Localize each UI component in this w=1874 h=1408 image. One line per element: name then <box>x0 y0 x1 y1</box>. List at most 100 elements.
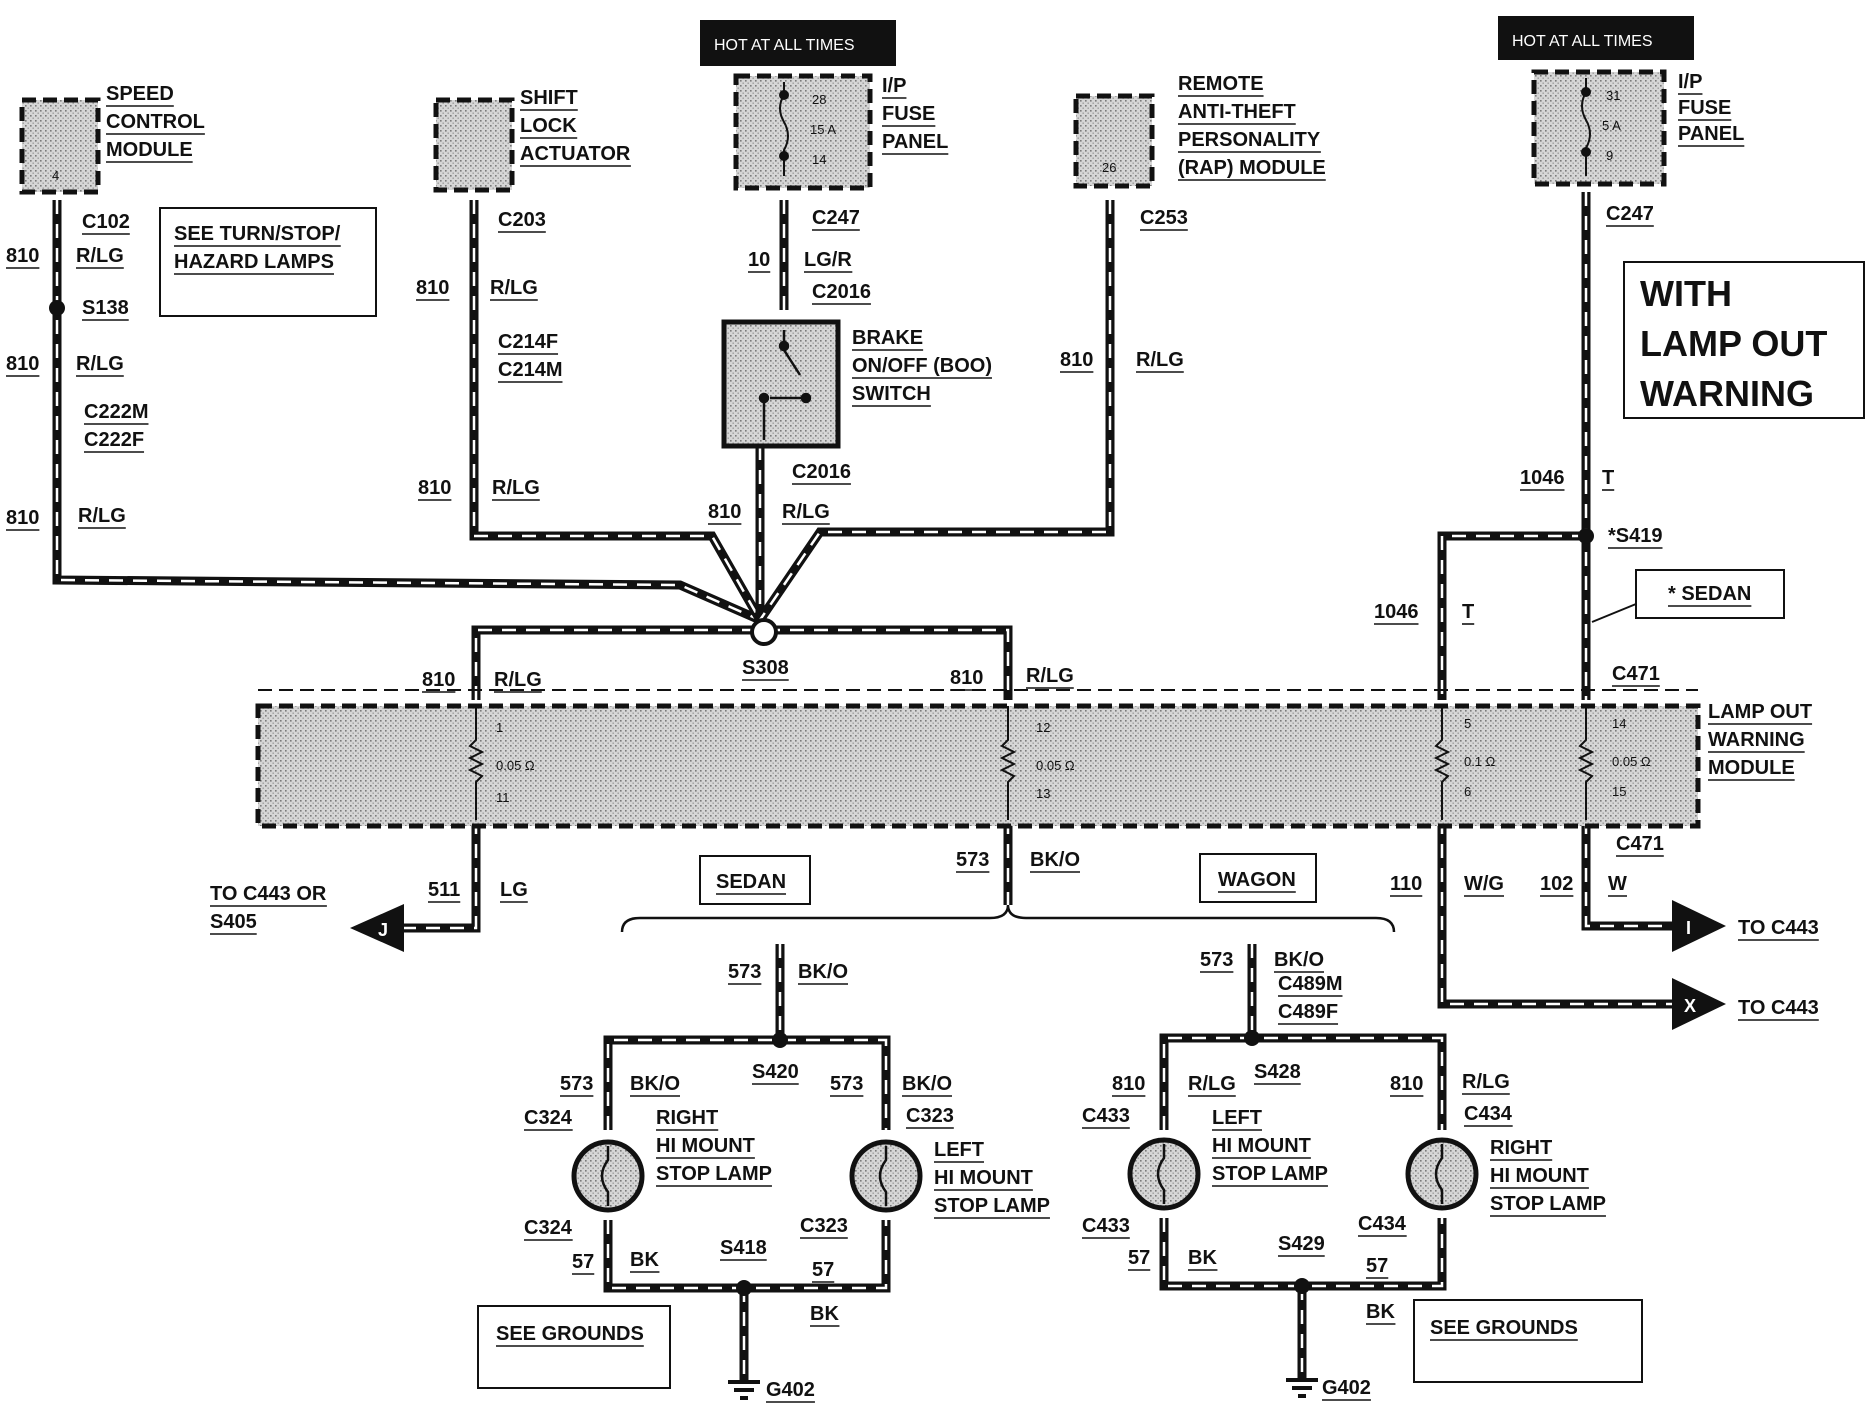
hot-at-all-times-banner-2 <box>1498 16 1694 60</box>
svg-text:WAGON: WAGON <box>1218 869 1296 891</box>
svg-text:I/P: I/P <box>1678 71 1702 93</box>
to-c443-or-label: TO C443 OR <box>210 883 327 905</box>
lamp-right-hi-mount-wagon <box>1405 1137 1479 1211</box>
svg-text:0.05 Ω: 0.05 Ω <box>1612 754 1651 769</box>
svg-text:WARNING: WARNING <box>1640 373 1814 414</box>
svg-text:0.1 Ω: 0.1 Ω <box>1464 754 1496 769</box>
wire-group <box>52 192 1680 1380</box>
svg-text:HI MOUNT: HI MOUNT <box>934 1167 1033 1189</box>
svg-text:X: X <box>1684 996 1696 1016</box>
svg-text:R/LG: R/LG <box>76 353 124 375</box>
fuse-panel-2 <box>1531 69 1667 187</box>
svg-text:MODULE: MODULE <box>106 139 193 161</box>
shift-lock-label: SHIFT LOCK ACTUATOR <box>520 87 631 167</box>
speed-control-label: SPEED CONTROL MODULE <box>106 83 205 163</box>
boo-switch <box>721 319 841 449</box>
svg-text:C247: C247 <box>1606 203 1654 225</box>
lamp-out-module-label: LAMP OUT WARNING MODULE <box>1708 701 1813 781</box>
svg-text:SEE TURN/STOP/: SEE TURN/STOP/ <box>174 223 341 245</box>
see-grounds-box-2 <box>1413 1299 1643 1383</box>
svg-text:R/LG: R/LG <box>494 669 542 691</box>
to-c443-x-label: TO C443 <box>1738 997 1819 1019</box>
lamp-left-hi-mount-wagon <box>1127 1137 1201 1211</box>
svg-text:SWITCH: SWITCH <box>852 383 931 405</box>
svg-text:BK/O: BK/O <box>1274 949 1324 971</box>
svg-text:C434: C434 <box>1464 1103 1513 1125</box>
svg-text:I: I <box>1686 918 1691 938</box>
svg-text:C253: C253 <box>1140 207 1188 229</box>
svg-text:HI MOUNT: HI MOUNT <box>656 1135 755 1157</box>
svg-text:5: 5 <box>1464 716 1471 731</box>
svg-text:57: 57 <box>1128 1247 1150 1269</box>
svg-text:SEE GROUNDS: SEE GROUNDS <box>1430 1317 1578 1339</box>
connector-labels: C102 S138 C222M C222F C203 C214F C214M C… <box>82 203 1664 1403</box>
svg-text:810: 810 <box>416 277 449 299</box>
svg-text:BK: BK <box>630 1249 659 1271</box>
svg-text:MODULE: MODULE <box>1708 757 1795 779</box>
svg-text:9: 9 <box>1606 148 1613 163</box>
svg-text:STOP LAMP: STOP LAMP <box>1212 1163 1328 1185</box>
wire-810-speed-control <box>52 200 762 625</box>
svg-text:C2016: C2016 <box>792 461 851 483</box>
svg-text:REMOTE: REMOTE <box>1178 73 1264 95</box>
svg-text:LOCK: LOCK <box>520 115 577 137</box>
with-lamp-out-warning-box <box>1623 261 1865 419</box>
svg-text:R/LG: R/LG <box>1026 665 1074 687</box>
svg-text:0.05 Ω: 0.05 Ω <box>1036 758 1075 773</box>
svg-text:C471: C471 <box>1612 663 1660 685</box>
svg-text:R/LG: R/LG <box>78 505 126 527</box>
svg-text:LAMP OUT: LAMP OUT <box>1640 323 1827 364</box>
wire-810-shift-lock <box>469 200 764 623</box>
svg-text:C214F: C214F <box>498 331 558 353</box>
svg-text:26: 26 <box>1102 160 1116 175</box>
svg-text:810: 810 <box>6 507 39 529</box>
svg-text:5 A: 5 A <box>1602 118 1621 133</box>
svg-text:BK/O: BK/O <box>1030 849 1080 871</box>
svg-text:511: 511 <box>428 879 460 901</box>
svg-text:810: 810 <box>418 477 451 499</box>
wagon-box <box>1199 853 1317 903</box>
svg-text:810: 810 <box>1390 1073 1423 1095</box>
svg-text:R/LG: R/LG <box>1136 349 1184 371</box>
svg-text:C489F: C489F <box>1278 1001 1338 1023</box>
svg-text:573: 573 <box>560 1073 593 1095</box>
hot-at-all-times-banner-1 <box>700 20 896 66</box>
svg-text:14: 14 <box>1612 716 1626 731</box>
svg-text:57: 57 <box>572 1251 594 1273</box>
boo-switch-label: BRAKE ON/OFF (BOO) SWITCH <box>852 327 992 407</box>
see-grounds-box-1 <box>477 1305 671 1389</box>
svg-text:STOP LAMP: STOP LAMP <box>934 1195 1050 1217</box>
svg-text:BRAKE: BRAKE <box>852 327 923 349</box>
svg-text:HOT AT ALL TIMES: HOT AT ALL TIMES <box>1512 33 1653 50</box>
wire-511-lg <box>400 820 481 933</box>
svg-text:810: 810 <box>708 501 741 523</box>
fuse-panel-1 <box>733 73 873 191</box>
svg-text:10: 10 <box>748 249 770 271</box>
module-resistors <box>467 706 1595 820</box>
svg-text:ACTUATOR: ACTUATOR <box>520 143 631 165</box>
arrow-i: I <box>1672 900 1726 952</box>
svg-text:C323: C323 <box>800 1215 848 1237</box>
svg-text:WARNING: WARNING <box>1708 729 1805 751</box>
svg-text:WITH: WITH <box>1640 273 1732 314</box>
svg-text:HI MOUNT: HI MOUNT <box>1212 1135 1311 1157</box>
svg-text:LG: LG <box>500 879 528 901</box>
svg-text:573: 573 <box>728 961 761 983</box>
svg-text:S308: S308 <box>742 657 789 679</box>
speed-control-module <box>19 97 101 195</box>
svg-text:W/G: W/G <box>1464 873 1504 895</box>
svg-text:S429: S429 <box>1278 1233 1325 1255</box>
svg-text:15: 15 <box>1612 784 1626 799</box>
svg-text:BK: BK <box>1188 1247 1217 1269</box>
svg-text:BK: BK <box>810 1303 839 1325</box>
ground-symbols <box>728 1378 1318 1400</box>
svg-text:R/LG: R/LG <box>1188 1073 1236 1095</box>
svg-text:C323: C323 <box>906 1105 954 1127</box>
svg-text:RIGHT: RIGHT <box>656 1107 718 1129</box>
svg-text:S428: S428 <box>1254 1061 1301 1083</box>
svg-text:G402: G402 <box>766 1379 815 1401</box>
svg-text:810: 810 <box>422 669 455 691</box>
svg-text:1046: 1046 <box>1374 601 1419 623</box>
svg-text:C324: C324 <box>524 1217 573 1239</box>
svg-text:C222M: C222M <box>84 401 148 423</box>
